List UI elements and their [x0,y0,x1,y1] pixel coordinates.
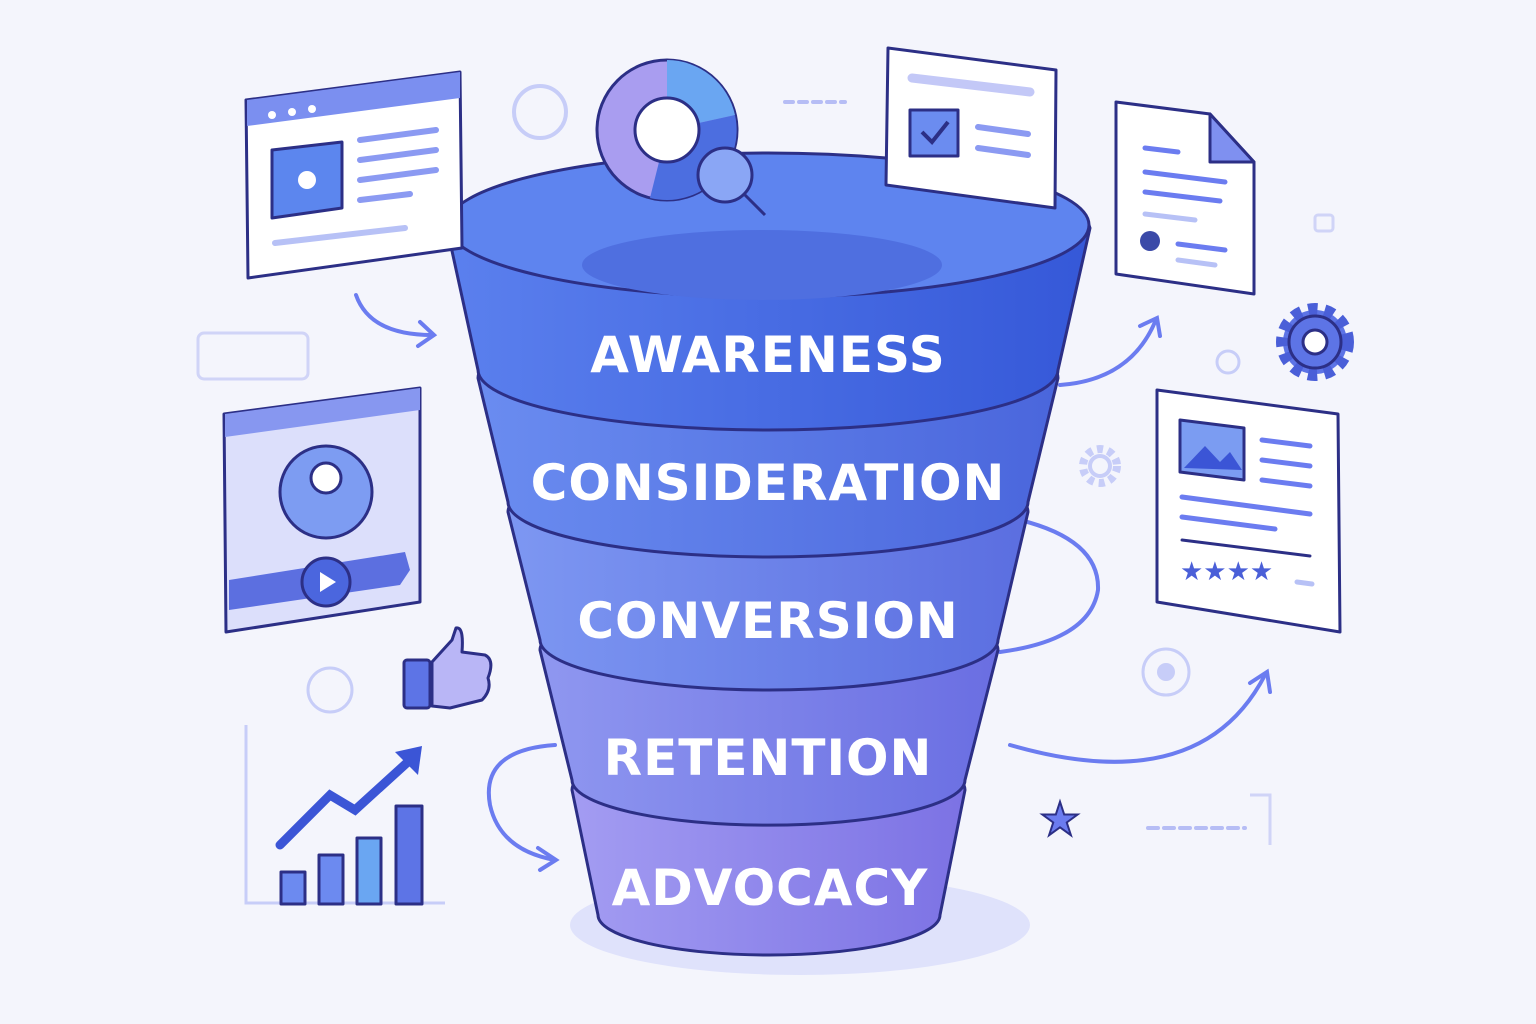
stage-label: AWARENESS [590,326,945,384]
star-icon: ★ [1039,792,1080,846]
target-icon [1141,647,1191,697]
stage-label: CONSIDERATION [531,454,1006,512]
browser-window-icon [244,70,464,280]
pie-icon [512,84,568,140]
magnifier-icon [696,146,754,204]
stage-label: CONVERSION [577,592,958,650]
stage-label: ADVOCACY [612,859,929,917]
gear-icon [1276,303,1354,381]
review-card-icon: ★★★★ [1155,388,1342,634]
stage-label: RETENTION [604,729,933,787]
gear-small-icon [1079,445,1121,487]
small-square-icon [1313,213,1335,233]
corner-decoration [1250,793,1272,845]
thumbs-up-icon [402,626,493,710]
video-profile-icon [222,386,422,634]
checklist-card-icon [884,46,1058,210]
connector-arrows [354,100,1272,872]
check-circle-icon [306,666,354,714]
circle-icon [1215,349,1241,375]
donut-chart-icon [595,58,767,217]
growth-chart-icon [244,725,445,906]
document-icon [1114,100,1256,296]
rating-stars: ★★★★ [1180,557,1273,587]
chat-bubble-icon [196,331,310,381]
